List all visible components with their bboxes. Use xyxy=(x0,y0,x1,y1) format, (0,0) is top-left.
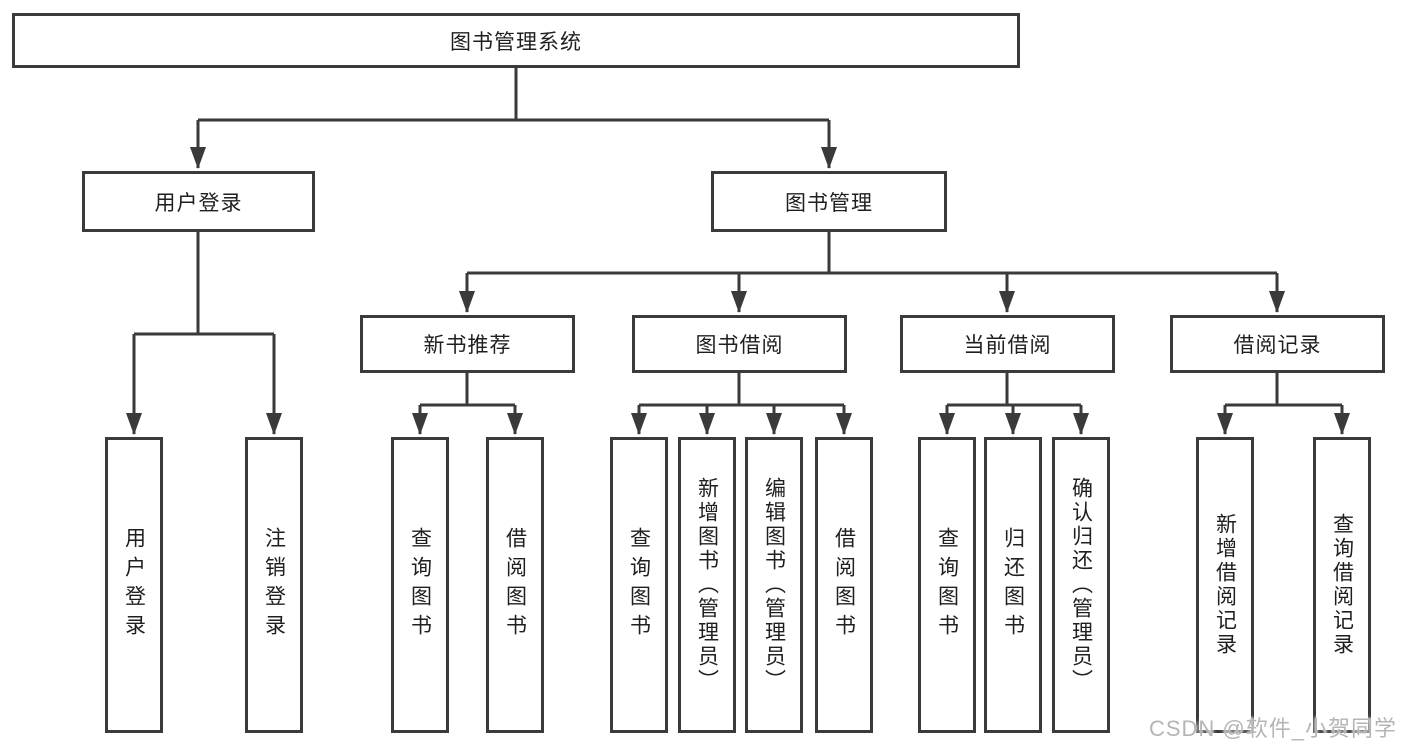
leaf-add-borrow-record-label: 新增借阅记录 xyxy=(1213,513,1237,657)
node-borrow-records: 借阅记录 xyxy=(1170,315,1385,373)
leaf-query-books-2: 查询图书 xyxy=(610,437,668,733)
leaf-return-books-label: 归还图书 xyxy=(1001,527,1025,643)
leaf-query-books-1: 查询图书 xyxy=(391,437,449,733)
node-current-borrow-label: 当前借阅 xyxy=(963,334,1052,357)
leaf-add-books-admin-label: 新增图书（管理员） xyxy=(695,477,719,693)
leaf-edit-books-admin: 编辑图书（管理员） xyxy=(745,437,803,733)
node-current-borrow: 当前借阅 xyxy=(900,315,1115,373)
node-new-book-recommend-label: 新书推荐 xyxy=(423,334,512,357)
leaf-logout-label: 注销登录 xyxy=(262,527,286,643)
node-book-management-label: 图书管理 xyxy=(785,191,873,215)
leaf-user-login-label: 用户登录 xyxy=(122,527,146,643)
leaf-borrow-books-1-label: 借阅图书 xyxy=(503,527,527,643)
leaf-query-borrow-record: 查询借阅记录 xyxy=(1313,437,1371,733)
node-root-label: 图书管理系统 xyxy=(450,30,582,54)
node-root: 图书管理系统 xyxy=(12,13,1020,68)
leaf-query-books-3: 查询图书 xyxy=(918,437,976,733)
leaf-add-borrow-record: 新增借阅记录 xyxy=(1196,437,1254,733)
node-book-management: 图书管理 xyxy=(711,171,947,232)
leaf-return-books: 归还图书 xyxy=(984,437,1042,733)
leaf-borrow-books-1: 借阅图书 xyxy=(486,437,544,733)
node-book-borrow-label: 图书借阅 xyxy=(695,334,784,357)
leaf-borrow-books-2-label: 借阅图书 xyxy=(832,527,856,643)
node-new-book-recommend: 新书推荐 xyxy=(360,315,575,373)
node-borrow-records-label: 借阅记录 xyxy=(1233,334,1322,357)
leaf-query-books-1-label: 查询图书 xyxy=(408,527,432,643)
leaf-query-books-3-label: 查询图书 xyxy=(935,527,959,643)
node-user-login: 用户登录 xyxy=(82,171,315,232)
leaf-borrow-books-2: 借阅图书 xyxy=(815,437,873,733)
leaf-edit-books-admin-label: 编辑图书（管理员） xyxy=(762,477,786,693)
leaf-add-books-admin: 新增图书（管理员） xyxy=(678,437,736,733)
leaf-confirm-return-admin: 确认归还（管理员） xyxy=(1052,437,1110,733)
leaf-user-login: 用户登录 xyxy=(105,437,163,733)
leaf-query-borrow-record-label: 查询借阅记录 xyxy=(1330,513,1354,657)
leaf-confirm-return-admin-label: 确认归还（管理员） xyxy=(1069,477,1093,693)
node-user-login-label: 用户登录 xyxy=(154,191,243,215)
leaf-logout: 注销登录 xyxy=(245,437,303,733)
leaf-query-books-2-label: 查询图书 xyxy=(627,527,651,643)
node-book-borrow: 图书借阅 xyxy=(632,315,847,373)
